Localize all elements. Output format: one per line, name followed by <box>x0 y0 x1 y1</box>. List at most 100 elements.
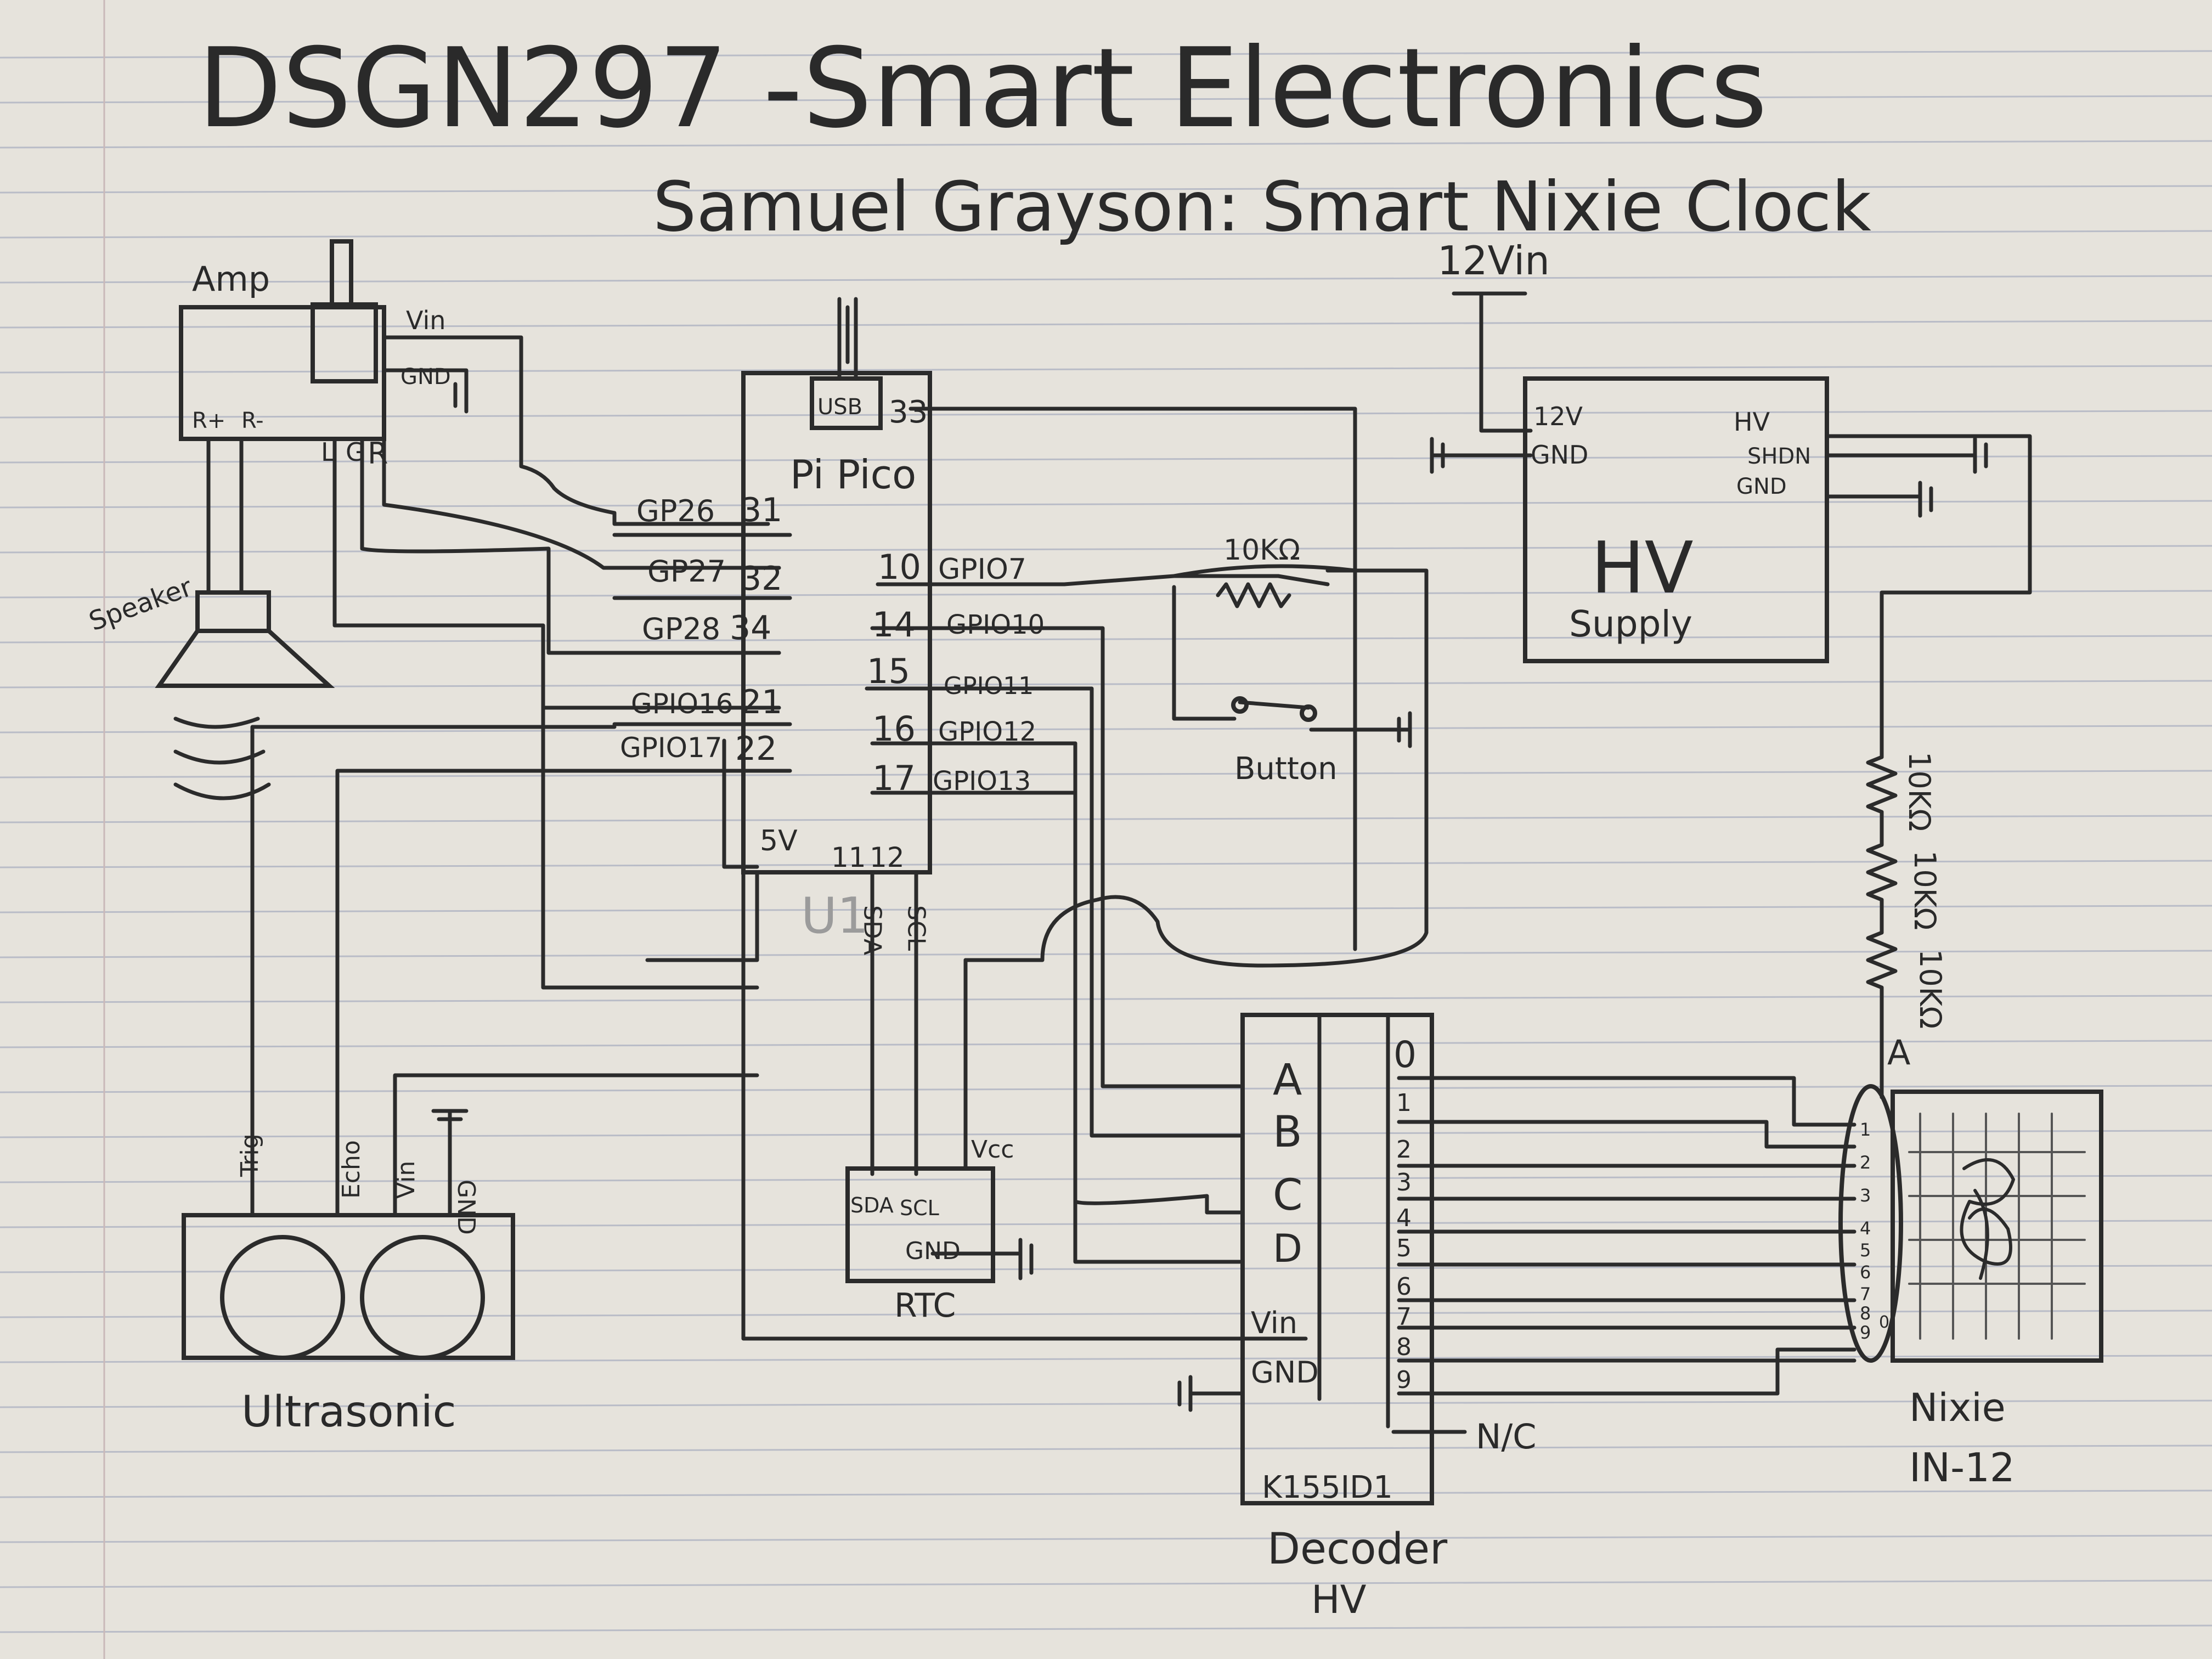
nixie-pin-8: 8 <box>1860 1303 1871 1324</box>
wire-decoder-c <box>1073 741 1242 1215</box>
decoder-vin-label: Vin <box>1251 1306 1297 1340</box>
ruled-line <box>0 1355 2212 1363</box>
ruled-line <box>0 1579 2212 1588</box>
ruled-line <box>0 950 2212 958</box>
resistor-anode-3: 10KΩ <box>1913 949 1948 1029</box>
pin-12-num: 12 <box>870 842 905 873</box>
pin-gpio17-name: GPIO17 <box>620 732 723 764</box>
ultrasonic-module: Trig Echo Vin GND Ultrasonic <box>182 1133 515 1437</box>
ruled-line <box>0 275 2212 284</box>
power-in-label: 12Vin <box>1437 238 1550 284</box>
wire-3v3 <box>909 407 1357 951</box>
ruled-line <box>0 1534 2212 1543</box>
ruled-line <box>0 1400 2212 1408</box>
nixie-tube: 1 2 3 4 5 6 7 8 9 0 Nixie IN-12 <box>1838 1084 2103 1491</box>
nixie-pin-4: 4 <box>1860 1218 1871 1239</box>
button-label: Button <box>1234 751 1338 787</box>
hv-supply-module: 12V GND HV SHDN GND HV Supply <box>1523 376 1829 663</box>
rtc-vcc-label: Vcc <box>971 1136 1014 1164</box>
ruled-line <box>0 50 2212 59</box>
diagram-subtitle: Samuel Grayson: Smart Nixie Clock <box>653 167 1871 247</box>
wire-loop <box>963 568 1429 968</box>
ultrasonic-label: Ultrasonic <box>241 1387 456 1437</box>
hv-hv-label: HV <box>1734 407 1770 437</box>
decoder-input-b: B <box>1273 1108 1302 1157</box>
hv-12v-label: 12V <box>1533 402 1583 431</box>
nixie-pin-9: 9 <box>1860 1322 1871 1343</box>
wire-5v-stub <box>722 738 759 869</box>
ultrasonic-trig-label: Trig <box>236 1133 264 1177</box>
ruled-line <box>0 1085 2212 1093</box>
decoder-out-2: 2 <box>1396 1136 1412 1164</box>
nixie-pin-0: 0 <box>1879 1313 1889 1332</box>
ruled-line <box>0 860 2212 868</box>
ruled-line <box>0 320 2212 329</box>
button-switch-icon: Button <box>1231 696 1338 787</box>
wire-hv-gnd <box>1825 481 1933 518</box>
wire-5v-ultrasonic <box>645 870 792 962</box>
ruled-line <box>0 1220 2212 1228</box>
ruled-line <box>0 1265 2212 1273</box>
decoder-nc-label: N/C <box>1476 1417 1537 1457</box>
ruled-line <box>0 680 2212 689</box>
decoder-out-6: 6 <box>1396 1273 1412 1301</box>
nixie-pin-2: 2 <box>1860 1152 1871 1173</box>
amp-vin-label: Vin <box>406 306 445 335</box>
ultrasonic-echo-label: Echo <box>337 1140 365 1199</box>
pico-5v-label: 5V <box>760 825 798 857</box>
ruled-line <box>0 1175 2212 1183</box>
decoder-out-9: 9 <box>1396 1366 1412 1394</box>
pin-15-num: 15 <box>867 651 910 691</box>
pin-22-num: 22 <box>735 730 777 768</box>
decoder-outputs: 0 1 2 3 4 5 6 7 8 9 <box>1393 1034 1417 1394</box>
wire-decoder-d <box>1073 791 1242 1264</box>
ruled-line <box>0 905 2212 913</box>
ruled-line <box>0 770 2212 778</box>
ruled-line <box>0 185 2212 194</box>
pico-pin33-label: 33 <box>889 394 928 430</box>
resistor-button-icon: 10KΩ <box>1216 534 1300 608</box>
nixie-pin-1: 1 <box>1860 1119 1871 1140</box>
pin-gpio11-name: GPIO11 <box>944 672 1034 700</box>
ruled-line <box>0 1310 2212 1318</box>
pin-31-num: 31 <box>741 491 782 529</box>
pin-32-num: 32 <box>741 560 782 598</box>
rtc-module: SDA SCL Vcc GND RTC <box>845 1136 1014 1325</box>
decoder-out-0: 0 <box>1393 1034 1417 1076</box>
decoder-input-d: D <box>1273 1226 1302 1271</box>
anode-resistor-chain: 10KΩ 10KΩ 10KΩ A <box>1866 752 1948 1099</box>
ultrasonic-gnd-label: GND <box>452 1180 480 1235</box>
pin-gpio7-name: GPIO7 <box>938 553 1026 586</box>
hv-gnd2-label: GND <box>1736 474 1787 499</box>
rtc-sda-label: SDA <box>850 1193 894 1217</box>
nixie-pin-3: 3 <box>1860 1185 1871 1206</box>
wire-decoder-gnd <box>1177 1375 1245 1412</box>
wire-10k-pull <box>1172 574 1330 586</box>
decoder-out-4: 4 <box>1396 1204 1412 1232</box>
hv-shdn-label: SHDN <box>1747 444 1811 469</box>
pin-10-num: 10 <box>878 547 921 587</box>
ruled-line <box>0 725 2212 733</box>
ruled-line <box>0 995 2212 1003</box>
hv-gnd-label: GND <box>1531 440 1588 470</box>
diagram-title: DSGN297 -Smart Electronics <box>198 25 1768 153</box>
resistor-anode-2: 10KΩ <box>1908 850 1942 930</box>
wire-rtc-gnd <box>930 1238 1034 1280</box>
nixie-sublabel: IN-12 <box>1909 1444 2015 1491</box>
nixie-label: Nixie <box>1909 1385 2006 1430</box>
wire-12v-in <box>1430 291 1533 474</box>
wire-decoder-a <box>1084 626 1242 1088</box>
wire-i2c <box>870 870 918 1176</box>
wire-hv-out <box>1825 434 2032 759</box>
hv-supply-title: HV <box>1591 526 1694 610</box>
wire-decoder-b <box>1073 686 1242 1138</box>
ruled-line <box>0 1489 2212 1498</box>
pin-gp28-name: GP28 <box>642 612 720 646</box>
pico-label: Pi Pico <box>790 452 916 498</box>
wire-ultra-gnd <box>431 1109 469 1217</box>
amp-rminus-label: R- <box>241 408 264 433</box>
speaker-icon: Speaker <box>85 437 335 800</box>
rtc-scl-label: SCL <box>900 1196 939 1220</box>
pin-gp27-name: GP27 <box>647 554 726 589</box>
